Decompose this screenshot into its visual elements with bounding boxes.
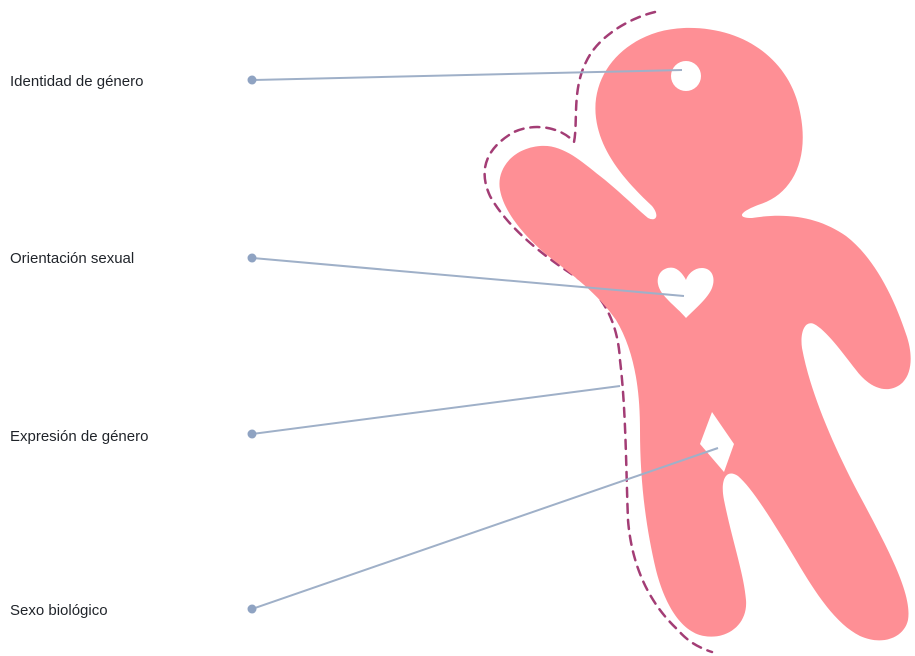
dot-identity	[248, 76, 257, 85]
dot-orientation	[248, 254, 257, 263]
figure-body	[499, 28, 910, 640]
leader-dots	[248, 76, 257, 614]
label-orientation: Orientación sexual	[10, 250, 134, 268]
label-sex: Sexo biológico	[10, 602, 108, 620]
label-identity: Identidad de género	[10, 73, 143, 91]
label-expression: Expresión de género	[10, 428, 148, 446]
leader-expression	[252, 386, 620, 434]
head-marker-icon	[671, 61, 701, 91]
dot-expression	[248, 430, 257, 439]
dot-sex	[248, 605, 257, 614]
